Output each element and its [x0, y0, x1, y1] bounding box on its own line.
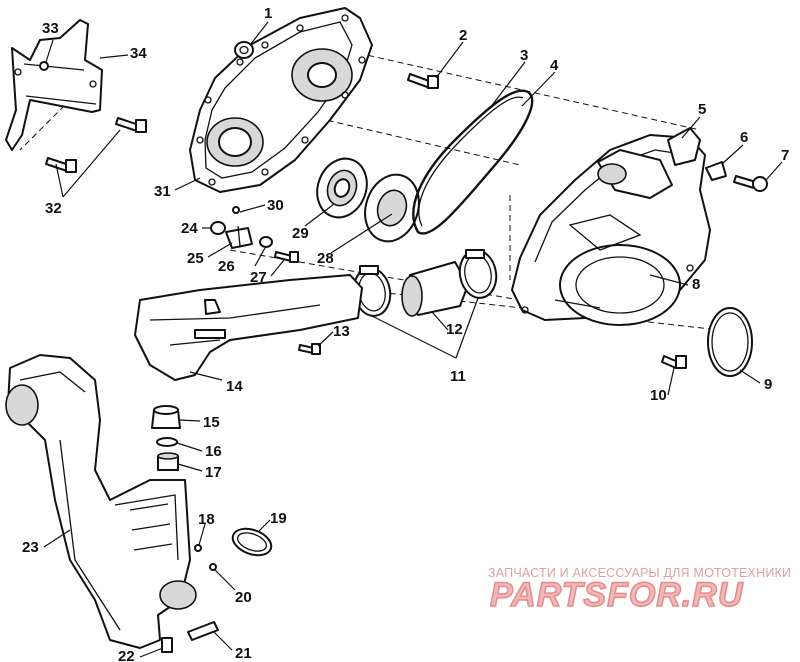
callout-5: 5 [698, 101, 706, 118]
part-clamp-11a [352, 265, 392, 317]
part-bolt-32a [115, 117, 147, 133]
callout-numbers: 1 2 3 4 5 6 7 8 9 10 11 12 13 14 15 16 1… [22, 5, 789, 662]
part-bolt-2 [407, 73, 439, 89]
part-oring-16 [156, 437, 178, 447]
part-intake-duct [134, 274, 363, 381]
callout-16: 16 [205, 443, 222, 460]
callout-4: 4 [550, 57, 559, 74]
callout-30: 30 [267, 197, 284, 214]
callout-11: 11 [450, 368, 466, 385]
callout-8: 8 [692, 276, 700, 293]
callout-23: 23 [22, 539, 39, 556]
callout-12: 12 [446, 321, 463, 338]
part-bolt-7 [733, 175, 768, 192]
callout-2: 2 [459, 27, 467, 44]
callout-21: 21 [235, 645, 252, 662]
callout-10: 10 [650, 387, 667, 404]
callout-18: 18 [198, 511, 215, 528]
part-seal-29 [316, 157, 368, 219]
part-coupler-12 [401, 261, 469, 317]
callout-17: 17 [205, 464, 222, 481]
part-screw-13 [298, 343, 321, 355]
part-gasket-9 [707, 307, 753, 377]
part-clamp-11b [458, 249, 498, 299]
callout-9: 9 [764, 376, 772, 393]
watermark-tagline: ЗАПЧАСТИ И АКСЕССУАРЫ ДЛЯ МОТОТЕХНИКИ [488, 566, 792, 580]
callout-1: 1 [264, 5, 272, 22]
callout-22: 22 [118, 648, 135, 662]
callout-34: 34 [130, 45, 147, 62]
callout-25: 25 [187, 250, 204, 267]
part-bracket [5, 19, 103, 151]
callout-3: 3 [520, 47, 528, 64]
callout-26: 26 [218, 258, 235, 275]
part-fitting-17 [157, 452, 179, 471]
part-screw-27 [274, 251, 299, 263]
part-air-box [5, 354, 197, 649]
callout-32: 32 [45, 200, 62, 217]
watermark-logo: PARTSFOR.RU [489, 576, 744, 614]
part-tube-21 [187, 621, 219, 641]
callout-7: 7 [781, 147, 789, 164]
callout-24: 24 [181, 220, 198, 237]
part-clamp-19 [231, 527, 273, 557]
callout-27: 27 [250, 269, 267, 286]
part-nut-33 [39, 61, 49, 71]
part-belt [412, 89, 534, 235]
part-washer-1 [234, 41, 254, 59]
callout-6: 6 [740, 129, 748, 146]
callout-19: 19 [270, 510, 287, 527]
part-cap-15 [151, 405, 181, 429]
part-outer-cover [511, 127, 711, 326]
callout-14: 14 [226, 378, 243, 395]
callout-20: 20 [235, 589, 252, 606]
callout-29: 29 [292, 225, 309, 242]
part-washer-24 [210, 221, 226, 235]
part-fitting-22 [161, 637, 173, 653]
callout-33: 33 [42, 20, 59, 37]
callout-28: 28 [317, 250, 334, 267]
part-clip-25 [225, 225, 253, 249]
callout-15: 15 [203, 414, 220, 431]
callout-13: 13 [333, 323, 350, 340]
part-clip-6 [705, 161, 727, 181]
leader-lines [43, 21, 783, 658]
part-bolt-10 [661, 355, 687, 369]
part-bolt-32b [45, 157, 77, 173]
callout-31: 31 [154, 183, 171, 200]
part-screw-20 [209, 563, 217, 571]
part-screw-30 [232, 206, 240, 214]
part-screw-18 [194, 544, 202, 552]
part-washer-26 [259, 236, 273, 248]
part-plate-28 [364, 173, 420, 243]
part-inner-cover [189, 7, 373, 193]
